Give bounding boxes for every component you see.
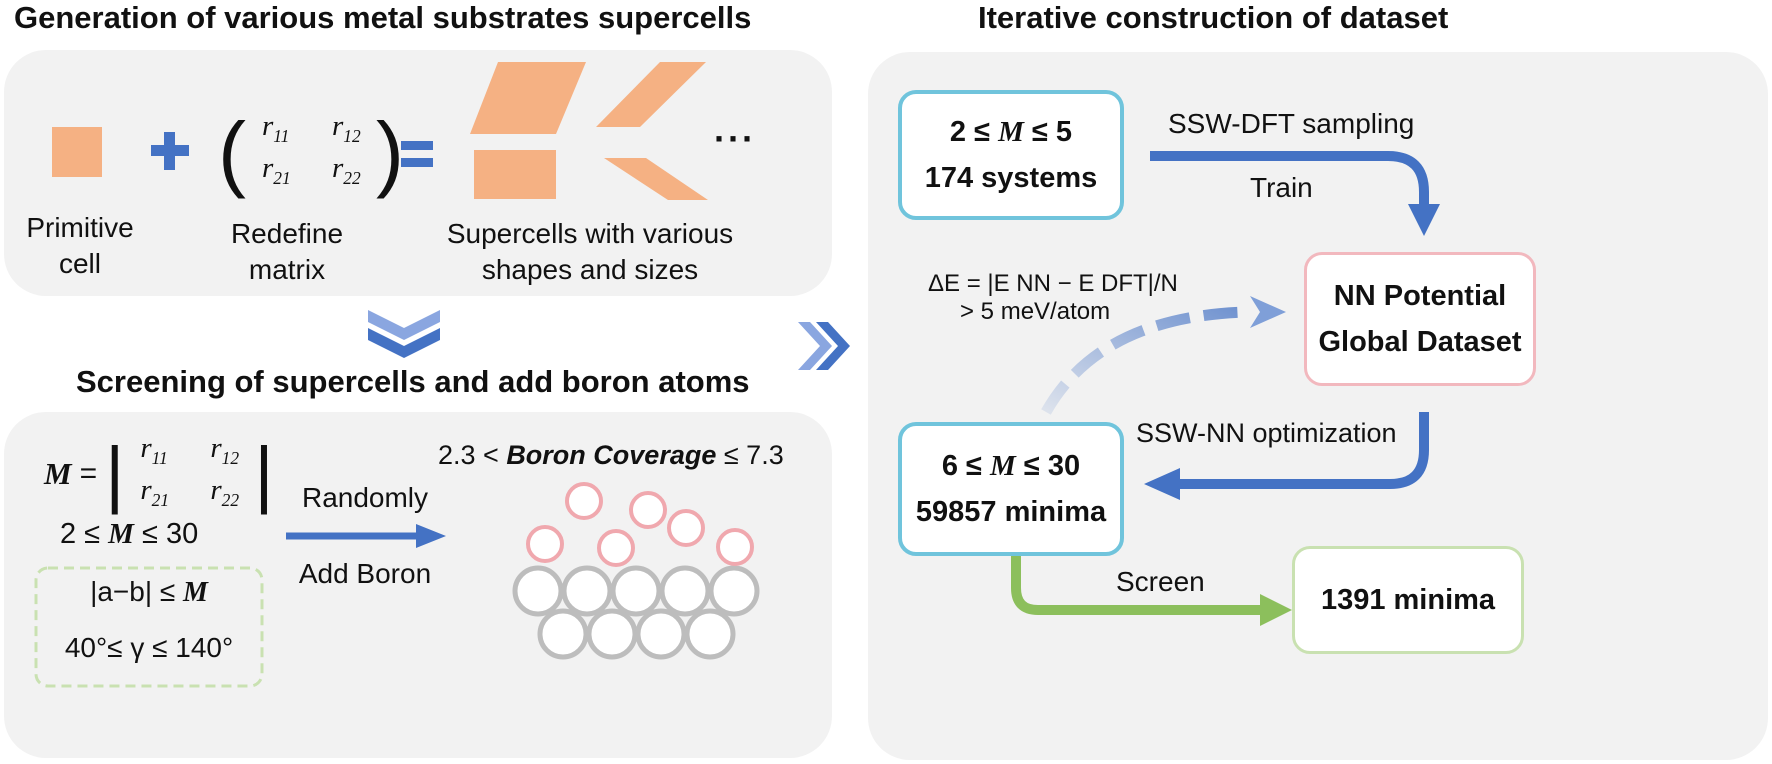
generation-title: Generation of various metal substrates s…: [14, 0, 752, 35]
right-chevron-icon: [816, 322, 850, 370]
train-label: Train: [1250, 172, 1313, 203]
minima-box: 6 ≤ M ≤ 30 59857 minima: [898, 422, 1124, 556]
substrate-atom: [586, 608, 638, 660]
substrate-atom: [684, 608, 736, 660]
right-chevron-icon: [798, 322, 832, 370]
supercell-generation-panel: [4, 50, 832, 296]
sampling-label: SSW-DFT sampling: [1168, 108, 1415, 139]
add-boron-label: Add Boron: [298, 558, 432, 589]
supercell-parallelogram-2: [596, 62, 706, 127]
delta-e-threshold: > 5 meV/atom: [960, 298, 1111, 325]
screen-label: Screen: [1116, 566, 1205, 597]
boron-atom: [526, 525, 564, 563]
sampling-arrow: [1150, 151, 1429, 206]
substrate-atom: [659, 565, 711, 617]
redefine-matrix: ( r11 r12 r21 r22 ): [218, 105, 404, 199]
boron-atom: [629, 491, 667, 529]
down-chevron-icon: [368, 310, 440, 340]
substrate-atoms: [512, 565, 760, 660]
primitive-label: Primitive cell: [26, 212, 134, 279]
constraint-lattice: |a−b| ≤ M: [90, 576, 208, 608]
optimization-arrow: [1178, 412, 1429, 489]
ellipsis: ···: [714, 118, 756, 159]
m-range: 2 ≤ M ≤ 30: [60, 518, 199, 550]
substrate-atom: [635, 608, 687, 660]
screen-arrow: [1011, 556, 1262, 615]
boron-atom: [565, 482, 603, 520]
optimization-arrow-head: [1144, 468, 1180, 500]
down-chevron-icon: [368, 328, 440, 358]
substrate-atom: [610, 565, 662, 617]
supercell-parallelogram-3: [604, 158, 708, 200]
substrate-atom: [537, 608, 589, 660]
equals-sign-bottom: [401, 158, 433, 167]
randomly-label: Randomly: [301, 482, 429, 513]
iterative-title: Iterative construction of dataset: [978, 0, 1449, 35]
boron-atom: [667, 509, 705, 547]
sampling-arrow-head: [1408, 204, 1440, 236]
boron-atom: [597, 529, 635, 567]
substrate-atom: [561, 565, 613, 617]
delta-e-condition: ΔE = |E NN − E DFT|/N: [928, 270, 1178, 297]
randomly-arrow-head: [416, 524, 446, 548]
redefine-label: Redefine matrix: [230, 218, 344, 285]
primitive-cell-square: [52, 127, 102, 177]
m-definition: M = | r11 r12 r21 r22 |: [44, 431, 274, 515]
supercell-parallelogram-1: [470, 62, 586, 134]
optimization-label: SSW-NN optimization: [1136, 418, 1397, 448]
plus-sign-v: [164, 132, 175, 170]
equals-sign-top: [401, 141, 433, 150]
final-minima-box: 1391 minima: [1292, 546, 1524, 654]
boron-atom: [716, 528, 754, 566]
substrate-atom: [708, 565, 760, 617]
feedback-dashed-arrow: [1041, 306, 1249, 415]
constraint-angle: 40°≤ γ ≤ 140°: [64, 632, 234, 663]
screening-title: Screening of supercells and add boron at…: [76, 364, 750, 399]
feedback-arrow-head: [1250, 296, 1286, 328]
screen-arrow-head: [1260, 594, 1292, 626]
boron-atoms: [526, 482, 754, 567]
supercells-label: Supercells with various shapes and sizes: [446, 218, 734, 285]
supercell-rectangle: [474, 150, 556, 199]
substrate-atom: [512, 565, 564, 617]
initial-systems-box: 2 ≤ M ≤ 5 174 systems: [898, 90, 1124, 220]
nn-potential-box: NN Potential Global Dataset: [1304, 252, 1536, 386]
boron-coverage: 2.3 < Boron Coverage ≤ 7.3: [438, 440, 784, 470]
constraint-box: [34, 566, 264, 688]
